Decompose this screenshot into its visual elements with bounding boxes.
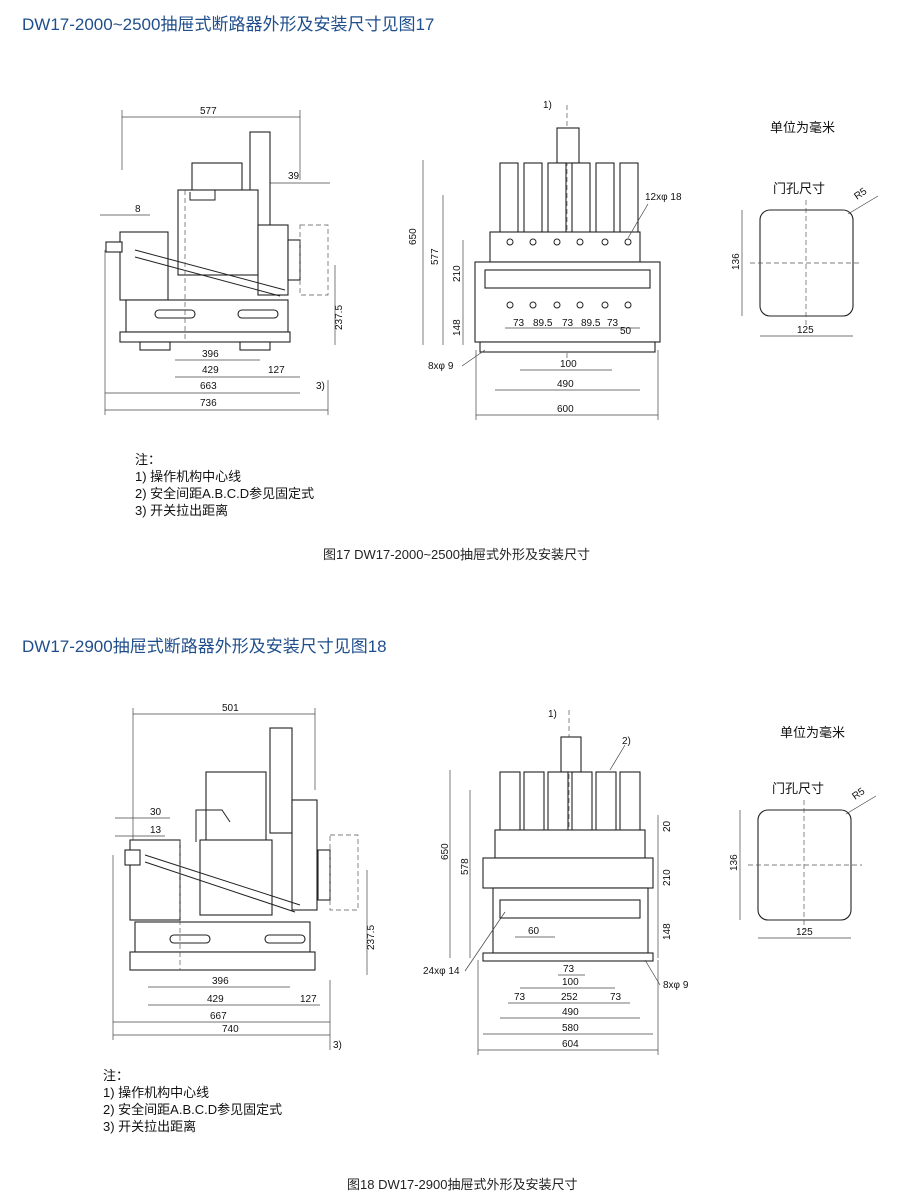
dim-600: 600	[557, 404, 574, 415]
figure17-drawing: 577 39 8 237.5 396 429 127	[100, 100, 879, 420]
dim-577: 577	[200, 106, 217, 117]
figure17-caption: 图17 DW17-2000~2500抽屉式外形及安装尺寸	[323, 547, 590, 562]
note-1-text-2: 1) 操作机构中心线	[103, 1085, 210, 1100]
dim-13: 13	[150, 825, 162, 836]
dim-50: 50	[620, 326, 632, 337]
dim-127-b: 127	[300, 994, 317, 1005]
note-1-mark: 1)	[543, 100, 552, 111]
door-label-1: 门孔尺寸	[773, 181, 825, 196]
dim-740: 740	[222, 1024, 239, 1035]
dim-736: 736	[200, 398, 217, 409]
door-width-2: 125	[796, 927, 813, 938]
fig18-notes: 注： 1) 操作机构中心线 2) 安全间距A.B.C.D参见固定式 3) 开关拉…	[103, 1067, 282, 1135]
dim-100: 100	[560, 359, 577, 370]
fig17-front-view: 1) 650 577 210 148 12xφ 18 73 89.5	[408, 100, 682, 420]
door-radius-1: R5	[852, 186, 869, 203]
note-2-text-1: 2) 安全间距A.B.C.D参见固定式	[135, 486, 315, 501]
dim-396-b: 396	[212, 976, 229, 987]
dim-237-5-b: 237.5	[366, 925, 377, 950]
dim-604: 604	[562, 1039, 579, 1050]
note-3-text-2: 3) 开关拉出距离	[103, 1119, 197, 1134]
dim-73-top: 73	[563, 964, 575, 975]
section1-heading: DW17-2000~2500抽屉式断路器外形及安装尺寸见图17	[22, 15, 435, 34]
dim-89-5-b: 89.5	[581, 318, 601, 329]
note-1-text-1: 1) 操作机构中心线	[135, 469, 242, 484]
dim-100-b: 100	[562, 977, 579, 988]
dim-20: 20	[662, 820, 673, 832]
notes-title-2: 注：	[103, 1068, 130, 1083]
note-2-text-2: 2) 安全间距A.B.C.D参见固定式	[103, 1102, 283, 1117]
fig18-front-view: 1) 2) 650 578 20 210 148 60 24xφ 14 73 1…	[423, 709, 689, 1055]
dim-73-c: 73	[607, 318, 619, 329]
dim-210-b: 210	[662, 869, 673, 886]
dim-73-left: 73	[514, 992, 526, 1003]
notes-title-1: 注：	[135, 452, 162, 467]
section2-heading: DW17-2900抽屉式断路器外形及安装尺寸见图18	[22, 637, 387, 656]
dim-580: 580	[562, 1023, 579, 1034]
fig18-door-cutout: 单位为毫米 门孔尺寸 136 125 R5	[729, 725, 877, 939]
dim-73-a: 73	[513, 318, 525, 329]
fig17-side-view: 577 39 8 237.5 396 429 127	[100, 106, 345, 415]
dim-663: 663	[200, 381, 217, 392]
unit-label-1: 单位为毫米	[770, 120, 835, 135]
dim-650-b: 650	[440, 843, 451, 860]
dim-127: 127	[268, 365, 285, 376]
dim-577-front: 577	[430, 248, 441, 265]
fig17-door-cutout: 单位为毫米 门孔尺寸 136 125 R5	[731, 120, 879, 337]
dim-429-b: 429	[207, 994, 224, 1005]
dim-490-b: 490	[562, 1007, 579, 1018]
door-width-1: 125	[797, 325, 814, 336]
unit-label-2: 单位为毫米	[780, 725, 845, 740]
fig18-side-view: 501 30 13 237.5 396 429 127 667 740	[112, 703, 377, 1051]
note-2-mark: 2)	[622, 736, 631, 747]
figure18-caption: 图18 DW17-2900抽屉式外形及安装尺寸	[347, 1177, 578, 1192]
dim-429: 429	[202, 365, 219, 376]
fig17-notes: 注： 1) 操作机构中心线 2) 安全间距A.B.C.D参见固定式 3) 开关拉…	[135, 451, 314, 519]
note-3-mark-b: 3)	[333, 1040, 342, 1051]
door-radius-2: R5	[850, 786, 867, 803]
note-1-mark-b: 1)	[548, 709, 557, 720]
dim-148-b: 148	[662, 923, 673, 940]
holes-24x14: 24xφ 14	[423, 966, 460, 977]
dim-73-right: 73	[610, 992, 622, 1003]
dim-252: 252	[561, 992, 578, 1003]
dim-650: 650	[408, 228, 419, 245]
dim-667: 667	[210, 1011, 227, 1022]
dim-210: 210	[452, 265, 463, 282]
note-3-text-1: 3) 开关拉出距离	[135, 503, 229, 518]
figure18-drawing: 501 30 13 237.5 396 429 127 667 740	[112, 703, 877, 1055]
dim-578: 578	[460, 858, 471, 875]
dim-237-5: 237.5	[334, 305, 345, 330]
dim-30: 30	[150, 807, 162, 818]
mount-8x9-b: 8xφ 9	[663, 980, 689, 991]
note-3-mark: 3)	[316, 381, 325, 392]
dim-396: 396	[202, 349, 219, 360]
holes-12x18: 12xφ 18	[645, 192, 682, 203]
dim-39: 39	[288, 171, 300, 182]
dim-501: 501	[222, 703, 239, 714]
dim-89-5-a: 89.5	[533, 318, 553, 329]
door-height-2: 136	[729, 854, 740, 871]
door-label-2: 门孔尺寸	[772, 781, 824, 796]
dim-60: 60	[528, 926, 540, 937]
dim-73-b: 73	[562, 318, 574, 329]
dim-8: 8	[135, 204, 141, 215]
dim-148: 148	[452, 319, 463, 336]
mount-8x9: 8xφ 9	[428, 361, 454, 372]
door-height-1: 136	[731, 253, 742, 270]
dim-490: 490	[557, 379, 574, 390]
